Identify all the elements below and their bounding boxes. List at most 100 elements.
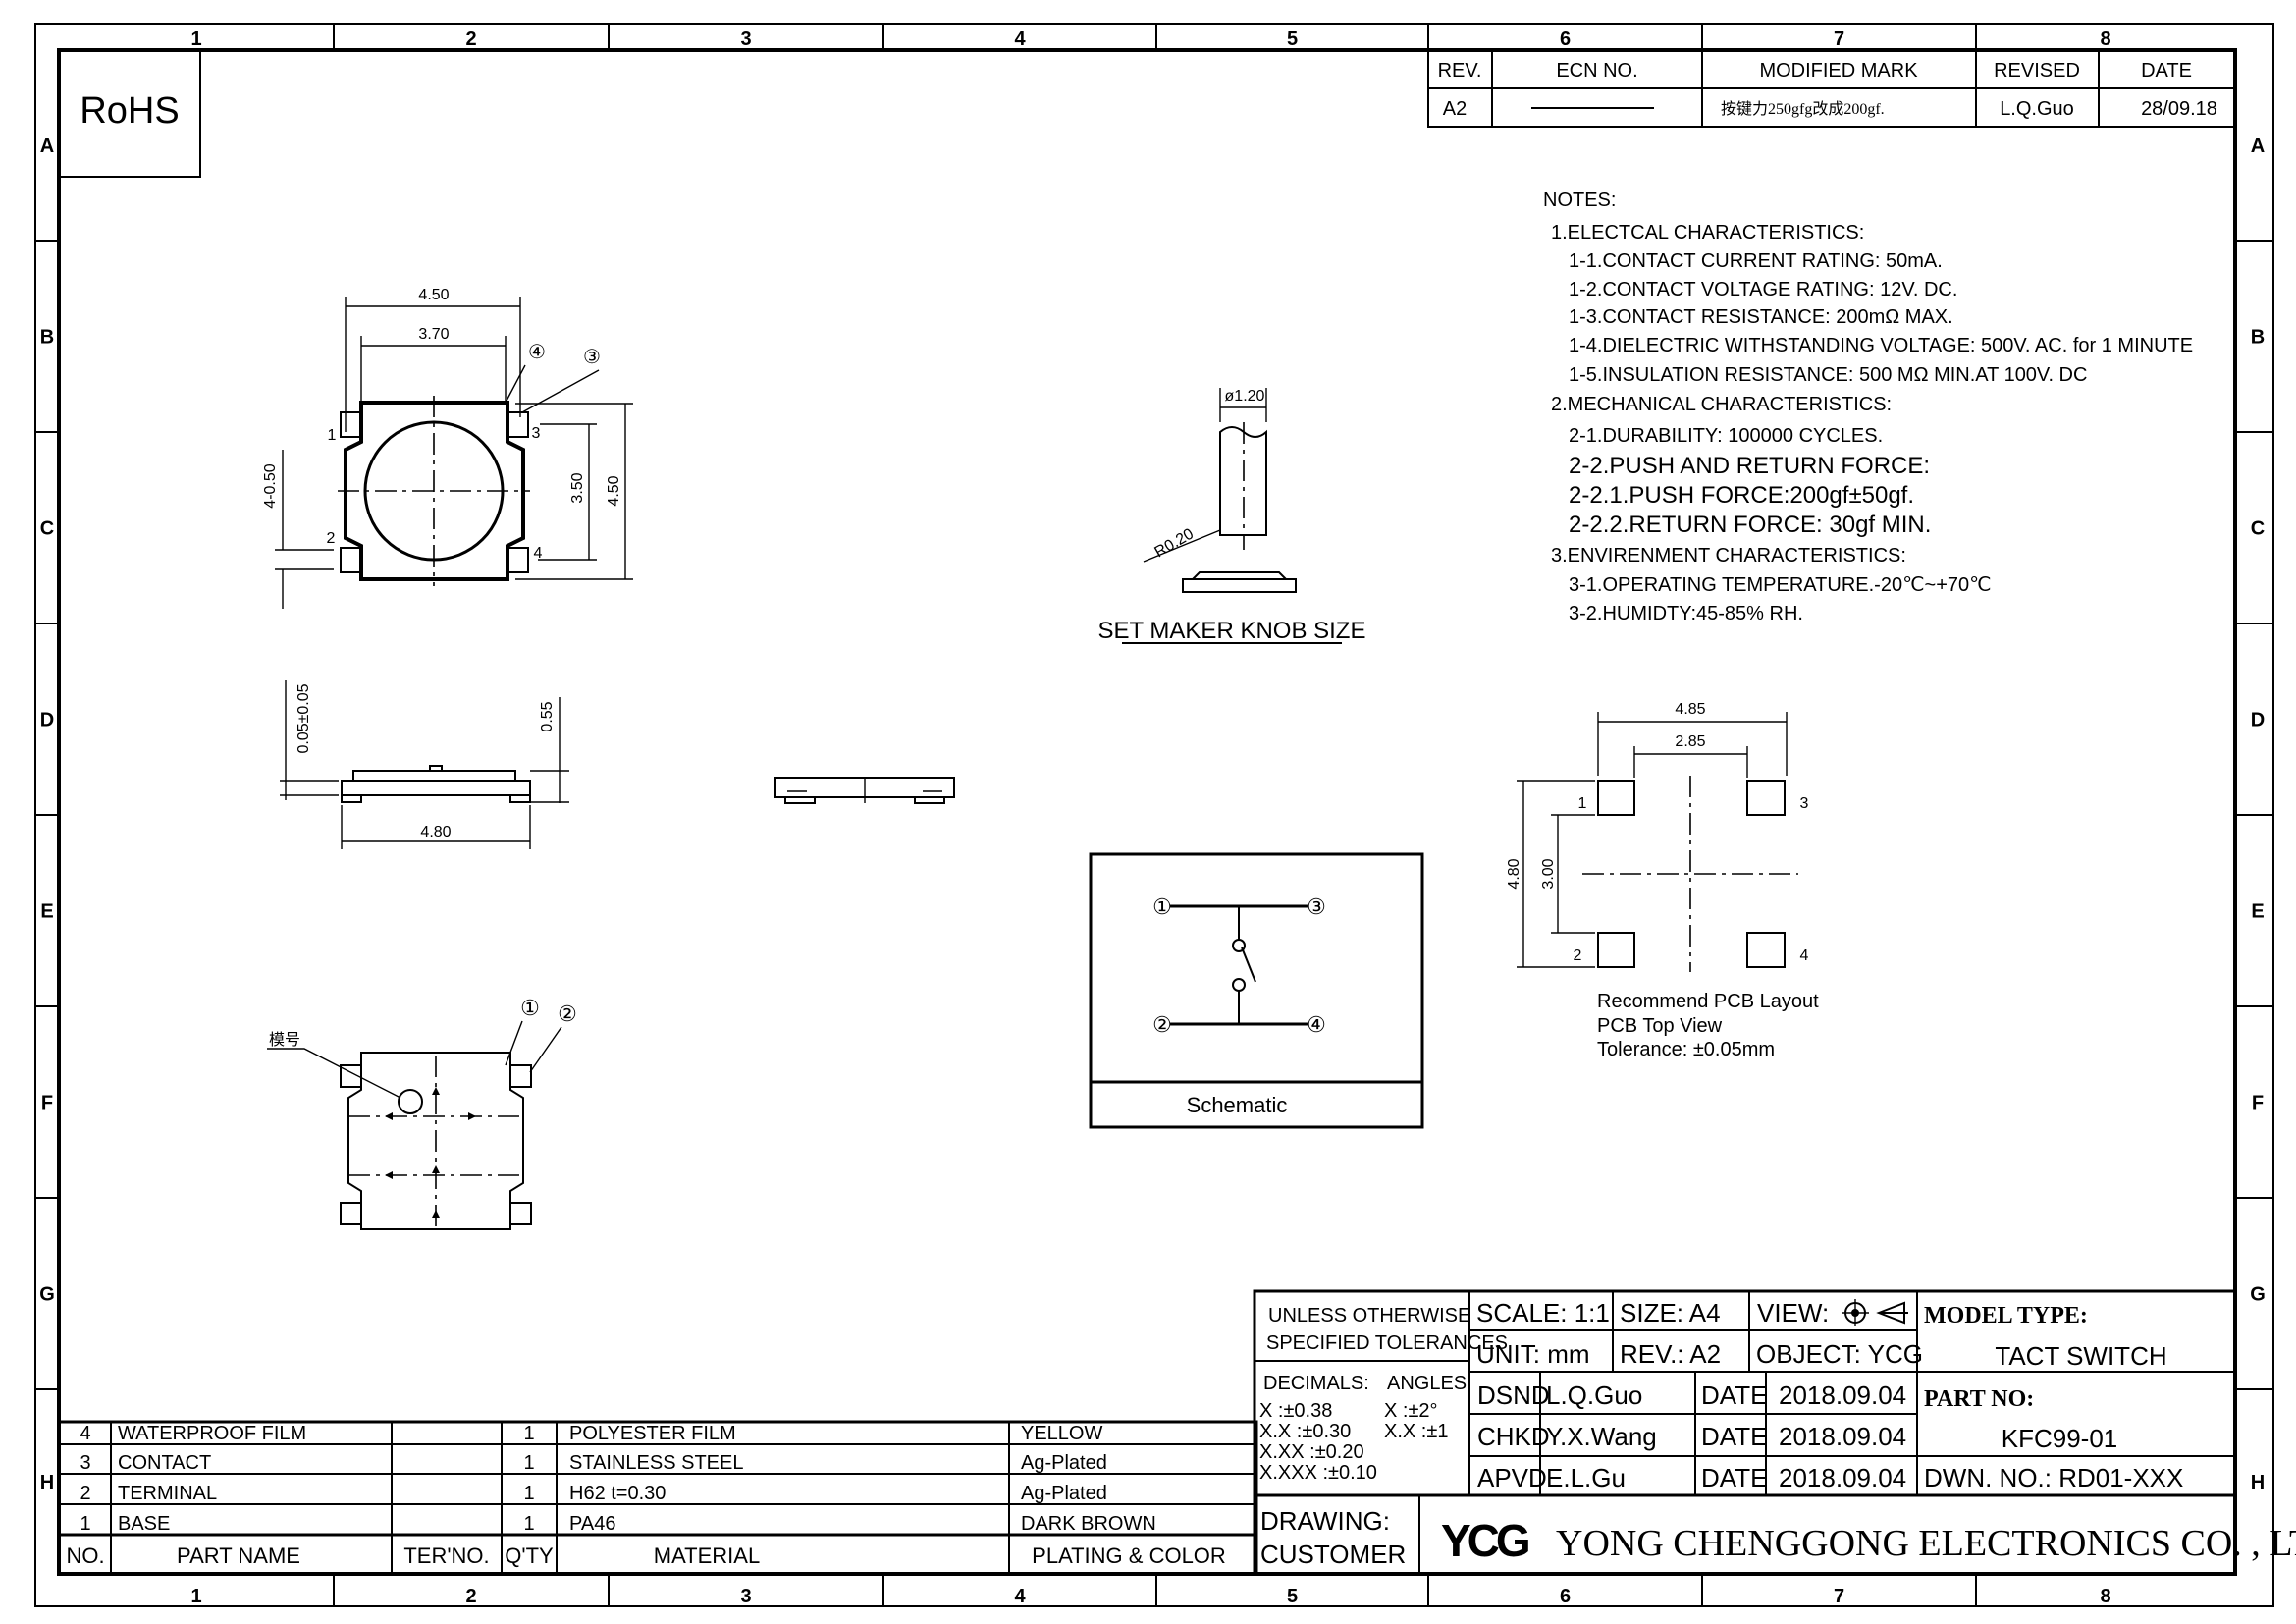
mold-number-label: 模号 <box>269 1031 300 1049</box>
note-line: 1-3.CONTACT RESISTANCE: 200mΩ MAX. <box>1569 306 1953 328</box>
callout-2: ② <box>558 1001 577 1026</box>
knob-diameter: ø1.20 <box>1225 388 1265 405</box>
pcb-layout: 4.85 2.85 4.80 3.00 1 2 3 4 Recommend PC… <box>1506 701 1819 1060</box>
rohs-label: RoHS <box>80 90 179 132</box>
side-view: 0.05±0.05 0.55 4.80 <box>280 680 569 849</box>
callout-3: ③ <box>583 347 601 368</box>
parts-cell-no: 4 <box>80 1423 90 1444</box>
parts-cell-qty: 1 <box>523 1513 534 1535</box>
pcb-dim-inner-width: 2.85 <box>1675 733 1705 750</box>
parts-header-qty: Q'TY <box>505 1543 554 1568</box>
header-ecn: ECN NO. <box>1556 60 1637 81</box>
parts-cell-no: 2 <box>80 1483 90 1504</box>
note-line: 3.ENVIRENMENT CHARACTERISTICS: <box>1551 545 1906 567</box>
schematic-pin-4: ④ <box>1307 1012 1326 1037</box>
note-line: 2-2.1.PUSH FORCE:200gf±50gf. <box>1569 482 1914 509</box>
schematic: ① ② ③ ④ Schematic <box>1089 852 1424 1129</box>
parts-header-name: PART NAME <box>177 1543 300 1568</box>
pad-4-label: 4 <box>1800 947 1809 964</box>
zone-row-label: G <box>2250 1284 2266 1306</box>
note-line: 1-5.INSULATION RESISTANCE: 500 MΩ MIN.AT… <box>1569 364 2087 386</box>
zone-column-label: 5 <box>1287 28 1298 50</box>
zone-column-label: 6 <box>1560 1586 1571 1607</box>
pin-4-label: 4 <box>534 545 543 562</box>
pcb-dim-inner-height: 3.00 <box>1540 858 1557 889</box>
zone-row-label: H <box>2251 1472 2265 1493</box>
unit-field: UNIT: mm <box>1476 1339 1590 1369</box>
zone-row-label: F <box>41 1093 53 1114</box>
rev-value: A2 <box>1443 98 1467 120</box>
dim-height: 0.55 <box>539 701 556 731</box>
first-angle-projection-icon <box>1842 1299 1908 1326</box>
dim-gap: 0.05±0.05 <box>295 683 312 753</box>
zone-column-label: 7 <box>1834 28 1844 50</box>
zone-column-label: 4 <box>1014 1586 1026 1607</box>
signoff-date-label: DATE <box>1701 1380 1767 1410</box>
dim-width-outer: 4.50 <box>418 287 449 303</box>
parts-cell-name: BASE <box>118 1513 170 1535</box>
zone-column-label: 8 <box>2100 28 2110 50</box>
parts-header-material: MATERIAL <box>654 1543 760 1568</box>
customer-label: CUSTOMER <box>1260 1540 1406 1569</box>
schematic-pin-2: ② <box>1152 1012 1172 1037</box>
parts-cell-material: POLYESTER FILM <box>569 1423 736 1444</box>
tolerance-angle: X :±2° <box>1384 1400 1438 1422</box>
dim-length: 4.80 <box>420 824 451 840</box>
front-view <box>774 777 955 804</box>
schematic-pin-1: ① <box>1152 894 1172 919</box>
signoff-date: 2018.09.04 <box>1779 1380 1906 1410</box>
signoff-date: 2018.09.04 <box>1779 1422 1906 1451</box>
model-type-label: MODEL TYPE: <box>1924 1303 2088 1328</box>
scale-field: SCALE: 1:1 <box>1476 1298 1610 1327</box>
zone-row-label: A <box>40 135 54 157</box>
parts-cell-name: WATERPROOF FILM <box>118 1423 306 1444</box>
note-line: 2-2.2.RETURN FORCE: 30gf MIN. <box>1569 512 1931 538</box>
company-logo: YCG <box>1441 1515 1528 1566</box>
parts-header-plating: PLATING & COLOR <box>1032 1543 1226 1568</box>
parts-cell-qty: 1 <box>523 1452 534 1474</box>
notes: NOTES: 1.ELECTCAL CHARACTERISTICS: 1-1.C… <box>1543 189 2193 624</box>
signoff-date-label: DATE <box>1701 1422 1767 1451</box>
pcb-dim-outer-width: 4.85 <box>1675 701 1705 718</box>
pin-3-label: 3 <box>532 425 541 442</box>
parts-cell-plating: YELLOW <box>1021 1423 1102 1444</box>
pad-3-label: 3 <box>1800 795 1809 812</box>
zone-column-label: 1 <box>190 28 201 50</box>
zone-row-label: E <box>40 901 53 923</box>
zone-column-label: 4 <box>1014 28 1026 50</box>
object-field: OBJECT: YCG <box>1756 1339 1923 1369</box>
callout-1: ① <box>520 996 540 1020</box>
signoff-name: L.Q.Guo <box>1546 1380 1642 1410</box>
dim-height-inner: 3.50 <box>569 472 586 503</box>
note-line: 1-1.CONTACT CURRENT RATING: 50mA. <box>1569 250 1943 272</box>
zone-column-label: 8 <box>2100 1586 2110 1607</box>
zone-row-label: A <box>2251 135 2265 157</box>
signoff-role: DSND <box>1477 1380 1550 1410</box>
note-line: 2-2.PUSH AND RETURN FORCE: <box>1569 453 1930 479</box>
zone-column-label: 1 <box>190 1586 201 1607</box>
parts-cell-no: 3 <box>80 1452 90 1474</box>
title-block: UNLESS OTHERWISE SPECIFIED TOLERANCES DE… <box>1253 1289 2296 1576</box>
dim-height-outer: 4.50 <box>606 475 622 506</box>
schematic-pin-3: ③ <box>1307 894 1326 919</box>
parts-cell-plating: Ag-Plated <box>1021 1452 1107 1474</box>
zone-column-label: 7 <box>1834 1586 1844 1607</box>
drawing-label: DRAWING: <box>1260 1506 1390 1536</box>
zone-column-label: 5 <box>1287 1586 1298 1607</box>
top-view: 4.50 3.70 ④ ③ 1 3 2 4 3.50 4.50 4-0.50 <box>262 287 633 609</box>
tolerance-decimal: X.X :±0.30 <box>1259 1421 1351 1442</box>
pad-1-label: 1 <box>1578 795 1587 812</box>
note-line: 1-4.DIELECTRIC WITHSTANDING VOLTAGE: 500… <box>1569 335 2193 356</box>
zone-row-label: C <box>2251 518 2265 540</box>
parts-header-no: NO. <box>66 1543 104 1568</box>
tolerance-decimal: X.XX :±0.20 <box>1259 1441 1364 1463</box>
notes-title: NOTES: <box>1543 189 1616 211</box>
note-line: 1-2.CONTACT VOLTAGE RATING: 12V. DC. <box>1569 279 1957 300</box>
header-date: DATE <box>2141 60 2192 81</box>
